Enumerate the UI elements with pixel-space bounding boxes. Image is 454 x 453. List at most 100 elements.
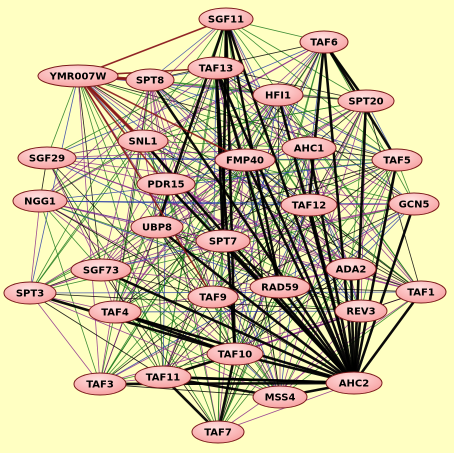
node-taf9[interactable]: TAF9 [187, 285, 239, 309]
node-shape[interactable] [214, 148, 276, 172]
node-ada2[interactable]: ADA2 [325, 257, 377, 281]
node-shape[interactable] [187, 56, 245, 80]
node-shape[interactable] [88, 300, 142, 324]
node-mss4[interactable]: MSS4 [252, 385, 308, 409]
node-shape[interactable] [117, 129, 169, 153]
edge-ubp8-taf9 [156, 226, 214, 298]
node-shape[interactable] [70, 258, 132, 282]
edge-hfi1-taf10 [234, 94, 279, 355]
node-label: RAD59 [261, 283, 299, 294]
node-shape[interactable] [125, 68, 175, 92]
node-spt3[interactable]: SPT3 [3, 281, 57, 305]
node-shape[interactable] [195, 229, 251, 253]
node-label: HFI1 [265, 91, 291, 102]
node-gcn5[interactable]: GCN5 [388, 192, 440, 216]
edge-ahc2-sgf73 [100, 268, 355, 385]
edge-ahc2-spt8 [148, 79, 356, 384]
node-shape[interactable] [136, 172, 196, 196]
node-ahc1[interactable]: AHC1 [281, 136, 337, 160]
node-taf12[interactable]: TAF12 [280, 193, 338, 217]
node-taf13[interactable]: TAF13 [187, 56, 245, 80]
node-shape[interactable] [17, 146, 77, 170]
edge-sgf29-sgf73 [46, 157, 102, 271]
node-ngg1[interactable]: NGG1 [12, 189, 68, 213]
node-spt7[interactable]: SPT7 [195, 229, 251, 253]
node-label: SPT20 [348, 97, 383, 108]
node-label: TAF5 [383, 156, 411, 167]
node-label: SPT7 [209, 237, 237, 248]
node-shape[interactable] [371, 148, 423, 172]
node-shape[interactable] [252, 83, 304, 107]
node-taf1[interactable]: TAF1 [395, 280, 447, 304]
node-taf5[interactable]: TAF5 [371, 148, 423, 172]
node-taf6[interactable]: TAF6 [299, 30, 349, 54]
node-snl1[interactable]: SNL1 [117, 129, 169, 153]
edge-sgf73-rad59 [100, 269, 281, 288]
edge-spt20-rad59 [279, 100, 367, 288]
node-label: SGF29 [29, 154, 65, 165]
node-shape[interactable] [187, 285, 239, 309]
node-shape[interactable] [388, 192, 440, 216]
node-spt8[interactable]: SPT8 [125, 68, 175, 92]
edge-ahc2-gcn5 [352, 203, 416, 384]
node-taf11[interactable]: TAF11 [134, 365, 192, 389]
node-pdr15[interactable]: PDR15 [136, 172, 196, 196]
edge-taf11-ahc2 [162, 375, 355, 385]
node-taf4[interactable]: TAF4 [88, 300, 142, 324]
edge-ubp8-rad59 [156, 226, 281, 288]
edge-ahc1-spt7 [222, 147, 310, 242]
node-shape[interactable] [281, 136, 337, 160]
node-shape[interactable] [334, 299, 388, 323]
node-sgf29[interactable]: SGF29 [17, 146, 77, 170]
node-shape[interactable] [252, 385, 308, 409]
node-shape[interactable] [130, 215, 184, 239]
edge-taf13-sgf73 [100, 67, 217, 271]
edge-ubp8-taf11 [156, 226, 164, 378]
node-ymr007w[interactable]: YMR007W [37, 64, 119, 88]
edge-ngg1-gcn5 [39, 200, 415, 205]
edge-taf6-sgf29 [46, 41, 325, 159]
node-shape[interactable] [191, 420, 245, 444]
node-shape[interactable] [325, 257, 377, 281]
node-shape[interactable] [395, 280, 447, 304]
node-shape[interactable] [249, 275, 311, 299]
node-shape[interactable] [3, 281, 57, 305]
edge-ymr007w-fmp40 [77, 75, 246, 161]
node-ubp8[interactable]: UBP8 [130, 215, 184, 239]
node-shape[interactable] [12, 189, 68, 213]
node-shape[interactable] [280, 193, 338, 217]
node-label: SGF11 [208, 15, 244, 26]
edge-ahc2-spt20 [352, 100, 368, 384]
node-label: TAF1 [407, 288, 435, 299]
edge-snl1-taf12 [142, 140, 310, 206]
edge-ahc1-taf1 [308, 147, 422, 293]
node-label: ADA2 [336, 265, 367, 276]
edge-spt20-taf7 [217, 100, 367, 433]
node-shape[interactable] [206, 342, 264, 366]
node-rev3[interactable]: REV3 [334, 299, 388, 323]
node-label: UBP8 [142, 223, 172, 234]
node-rad59[interactable]: RAD59 [249, 275, 311, 299]
edge-taf13-ada2 [215, 67, 352, 270]
node-label: MSS4 [265, 393, 296, 404]
node-shape[interactable] [325, 371, 383, 395]
node-taf10[interactable]: TAF10 [206, 342, 264, 366]
node-taf7[interactable]: TAF7 [191, 420, 245, 444]
node-shape[interactable] [73, 372, 127, 396]
node-sgf73[interactable]: SGF73 [70, 258, 132, 282]
edge-snl1-taf9 [142, 140, 214, 298]
node-shape[interactable] [337, 89, 395, 113]
node-label: TAF7 [204, 428, 232, 439]
edge-gcn5-taf9 [212, 203, 415, 298]
node-hfi1[interactable]: HFI1 [252, 83, 304, 107]
node-ahc2[interactable]: AHC2 [325, 371, 383, 395]
node-fmp40[interactable]: FMP40 [214, 148, 276, 172]
node-shape[interactable] [37, 64, 119, 88]
node-shape[interactable] [299, 30, 349, 54]
node-spt20[interactable]: SPT20 [337, 89, 395, 113]
node-shape[interactable] [134, 365, 192, 389]
node-shape[interactable] [198, 7, 254, 31]
node-label: SPT3 [16, 289, 44, 300]
node-sgf11[interactable]: SGF11 [198, 7, 254, 31]
node-taf3[interactable]: TAF3 [73, 372, 127, 396]
